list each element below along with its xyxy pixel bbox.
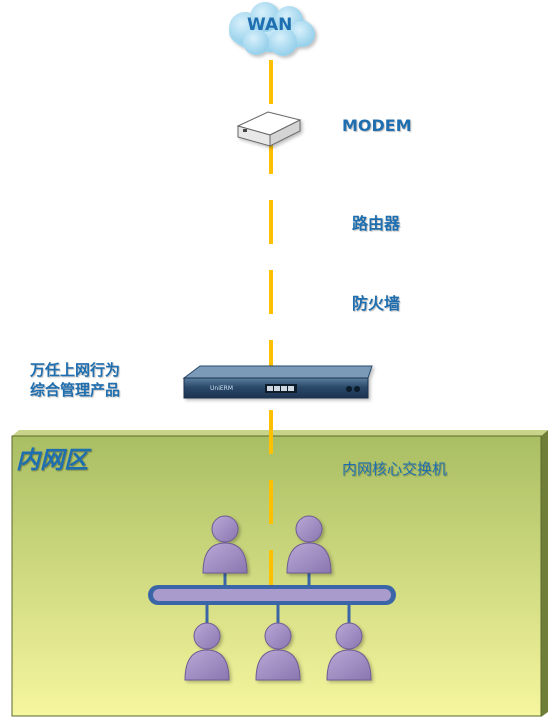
zone-side <box>541 430 548 717</box>
user-icon <box>184 622 230 681</box>
modem-label: MODEM <box>342 116 412 135</box>
wan-cloud-icon <box>229 2 315 56</box>
user-group <box>184 515 372 681</box>
zone-top-edge <box>12 430 548 436</box>
user-icon <box>286 515 332 574</box>
svg-text:UniERM: UniERM <box>210 385 233 392</box>
product-label: 万任上网行为 综合管理产品 <box>30 360 120 400</box>
zone-title: 内网区 <box>16 446 88 474</box>
gateway-device-icon: UniERM <box>182 365 373 399</box>
user-icon <box>255 622 301 681</box>
user-icon <box>202 515 248 574</box>
router-label: 路由器 <box>352 214 401 233</box>
product-label-line-1: 万任上网行为 <box>30 361 121 379</box>
core-switch-bar <box>148 585 396 605</box>
product-label-line-2: 综合管理产品 <box>30 381 121 399</box>
firewall-label: 防火墙 <box>352 294 401 313</box>
wan-label: WAN <box>247 15 293 35</box>
modem-icon <box>236 111 302 147</box>
core-switch-label: 内网核心交换机 <box>342 460 448 478</box>
user-icon <box>326 622 372 681</box>
